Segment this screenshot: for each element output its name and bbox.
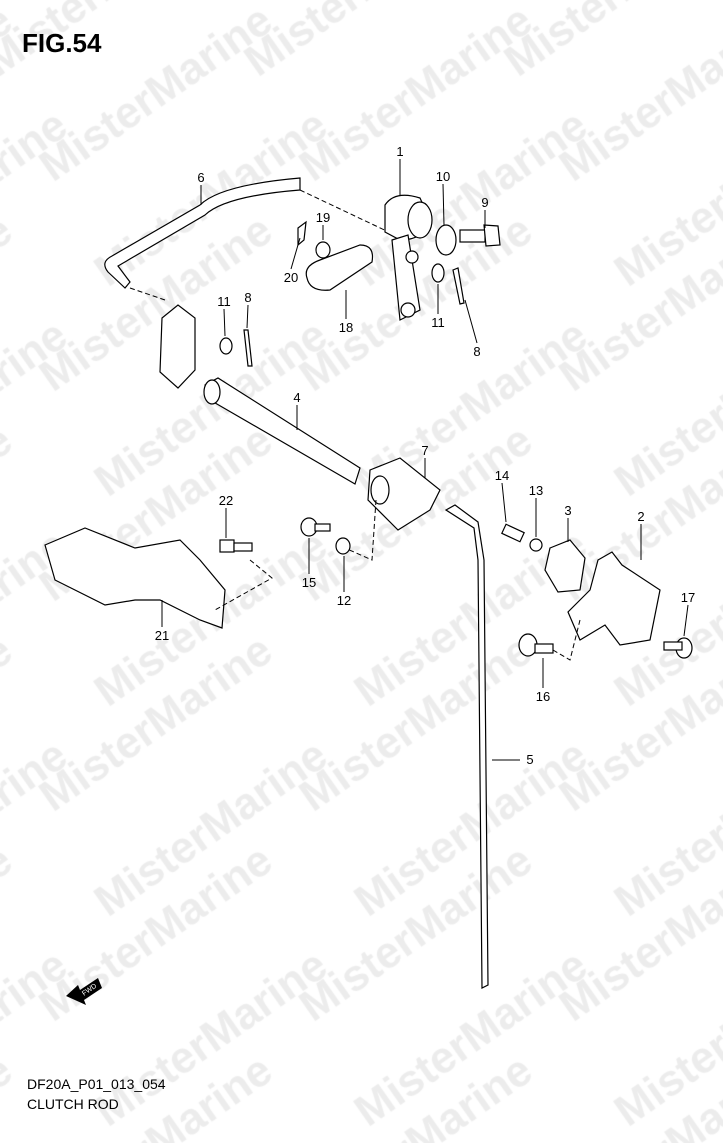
- callout-8[interactable]: 8: [244, 290, 252, 329]
- callout-20[interactable]: 20: [284, 237, 301, 285]
- part-16-bolt[interactable]: [518, 633, 554, 657]
- callout-4[interactable]: 4: [293, 390, 301, 430]
- part-22-bolt[interactable]: [219, 539, 253, 553]
- callout-2[interactable]: 2: [637, 509, 645, 560]
- leader-line: [442, 183, 445, 226]
- part-6-rod[interactable]: [104, 177, 301, 289]
- leader-line: [683, 604, 689, 637]
- callout-number: 19: [316, 210, 330, 225]
- callout-number: 10: [436, 169, 450, 184]
- part-8-cotter-pin[interactable]: [452, 267, 465, 305]
- callout-number: 13: [529, 483, 543, 498]
- part-11-washer-left[interactable]: [219, 337, 233, 355]
- callout-number: 12: [337, 593, 351, 608]
- callout-21[interactable]: 21: [155, 600, 169, 643]
- callout-6[interactable]: 6: [197, 170, 205, 205]
- figure-title: FIG.54: [22, 28, 102, 58]
- callout-number: 20: [284, 270, 298, 285]
- callout-number: 21: [155, 628, 169, 643]
- part-13-ball[interactable]: [529, 538, 543, 552]
- part-19-washer[interactable]: [315, 241, 331, 259]
- leader-line: [223, 308, 226, 337]
- part-10-washer[interactable]: [435, 224, 457, 256]
- callout-11[interactable]: 11: [431, 284, 445, 330]
- callout-number: 8: [473, 344, 480, 359]
- callout-number: 4: [293, 390, 300, 405]
- callout-number: 3: [564, 503, 571, 518]
- part-17-screw[interactable]: [663, 637, 693, 659]
- callout-number: 7: [421, 443, 428, 458]
- callout-number: 2: [637, 509, 644, 524]
- callout-number: 5: [526, 752, 533, 767]
- callout-number: 11: [431, 315, 445, 330]
- part-7-joint[interactable]: [367, 457, 441, 531]
- callout-15[interactable]: 15: [302, 538, 316, 590]
- callout-5[interactable]: 5: [492, 752, 534, 767]
- callout-16[interactable]: 16: [536, 658, 550, 704]
- callout-number: 11: [217, 294, 231, 309]
- callout-9[interactable]: 9: [481, 195, 489, 228]
- part-5-clutch-rod[interactable]: [444, 504, 489, 989]
- part-3-cam[interactable]: [544, 539, 586, 593]
- part-1-lever[interactable]: [384, 194, 433, 321]
- callout-number: 18: [339, 320, 353, 335]
- callout-18[interactable]: 18: [339, 290, 353, 335]
- part-12-washer[interactable]: [335, 537, 351, 555]
- part-8-cotter-pin-left[interactable]: [243, 329, 253, 367]
- leader-line: [246, 304, 249, 329]
- callout-number: 17: [681, 590, 695, 605]
- callout-number: 6: [197, 170, 204, 185]
- callout-11[interactable]: 11: [217, 294, 231, 337]
- callout-17[interactable]: 17: [681, 590, 695, 637]
- part-15-bolt[interactable]: [300, 517, 331, 537]
- callout-number: 9: [481, 195, 488, 210]
- callout-8[interactable]: 8: [464, 299, 481, 359]
- leader-line: [501, 482, 507, 523]
- diagram-name: CLUTCH ROD: [27, 1096, 119, 1112]
- callout-1[interactable]: 1: [396, 144, 404, 195]
- callout-19[interactable]: 19: [316, 210, 330, 240]
- part-9-bolt[interactable]: [459, 224, 501, 247]
- part-4-shaft[interactable]: [204, 377, 361, 485]
- callout-3[interactable]: 3: [564, 503, 572, 542]
- part-11-washer[interactable]: [431, 263, 445, 283]
- callout-number: 15: [302, 575, 316, 590]
- callout-12[interactable]: 12: [337, 556, 351, 608]
- callout-13[interactable]: 13: [529, 483, 543, 537]
- callout-number: 22: [219, 493, 233, 508]
- callout-number: 14: [495, 468, 509, 483]
- part-18-link[interactable]: [305, 244, 374, 291]
- leader-line: [290, 237, 301, 270]
- callout-7[interactable]: 7: [421, 443, 429, 478]
- callout-number: 16: [536, 689, 550, 704]
- callout-number: 1: [396, 144, 403, 159]
- leader-line: [464, 299, 478, 344]
- part-2-lever[interactable]: [567, 551, 661, 646]
- callout-number: 8: [244, 290, 251, 305]
- callout-10[interactable]: 10: [436, 169, 450, 226]
- callout-14[interactable]: 14: [495, 468, 509, 523]
- part-14-spring[interactable]: [501, 523, 525, 543]
- part-21-bracket[interactable]: [44, 527, 226, 629]
- fwd-arrow-icon: FWD: [66, 978, 102, 1005]
- diagram-code: DF20A_P01_013_054: [27, 1076, 166, 1092]
- bracket: [159, 304, 196, 389]
- callout-22[interactable]: 22: [219, 493, 233, 538]
